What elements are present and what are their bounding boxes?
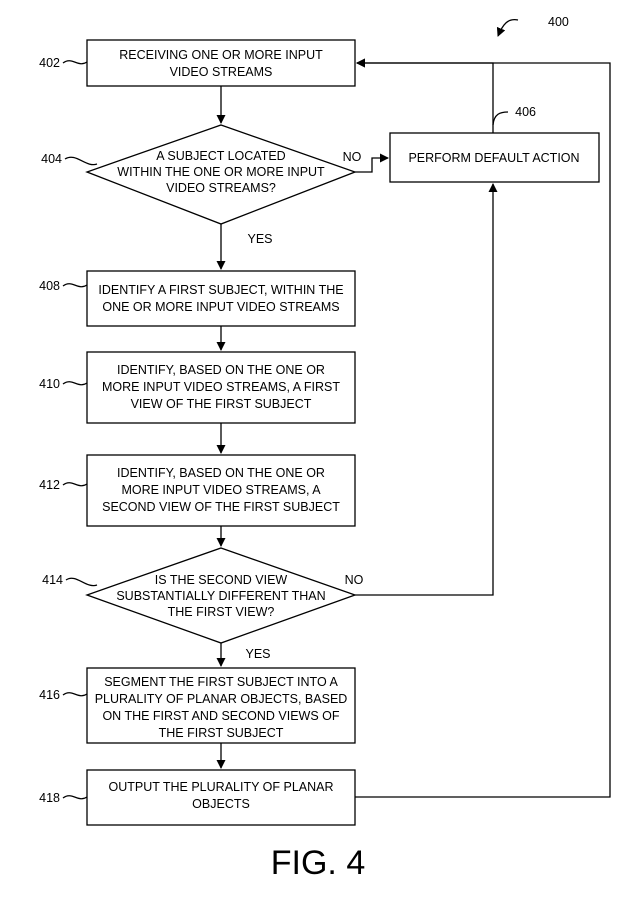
step-412-box (86, 454, 356, 527)
step-402-text: RECEIVING ONE OR MORE INPUT VIDEO STREAM… (119, 48, 323, 79)
step-402-line: RECEIVING ONE OR MORE INPUT (119, 48, 323, 62)
decision-414-line: IS THE SECOND VIEW (155, 573, 288, 587)
step-412-text: IDENTIFY, BASED ON THE ONE OR MORE INPUT… (102, 466, 340, 514)
edge-418-402-loop (355, 58, 611, 798)
step-416-text: SEGMENT THE FIRST SUBJECT INTO A PLURALI… (95, 675, 348, 740)
edge-label-no-414: NO (345, 573, 364, 587)
decision-414-line: THE FIRST VIEW? (168, 605, 275, 619)
step-418-line: OBJECTS (192, 797, 250, 811)
edge-label-yes-414: YES (245, 647, 270, 661)
figure-number: 400 (548, 15, 569, 29)
step-410-line: IDENTIFY, BASED ON THE ONE OR (117, 363, 325, 377)
step-416-box (86, 667, 356, 744)
step-412-line: SECOND VIEW OF THE FIRST SUBJECT (102, 500, 340, 514)
edge-label-no-404: NO (343, 150, 362, 164)
decision-404-line: WITHIN THE ONE OR MORE INPUT (117, 165, 325, 179)
step-410-text: IDENTIFY, BASED ON THE ONE OR MORE INPUT… (102, 363, 340, 411)
step-402-line: VIDEO STREAMS (170, 65, 273, 79)
step-406-text: PERFORM DEFAULT ACTION (408, 151, 579, 165)
edge-404-406-no (355, 153, 389, 173)
ref-406: 406 (515, 105, 536, 119)
ref-418-leader (62, 795, 88, 800)
figure-caption: FIG. 4 (271, 844, 365, 882)
step-416-line: THE FIRST SUBJECT (159, 726, 284, 740)
ref-404: 404 (41, 152, 62, 166)
ref-412: 412 (39, 478, 60, 492)
step-418-text: OUTPUT THE PLURALITY OF PLANAR OBJECTS (108, 780, 333, 811)
ref-416: 416 (39, 688, 60, 702)
ref-402-leader (62, 60, 88, 65)
ref-414: 414 (42, 573, 63, 587)
ref-418: 418 (39, 791, 60, 805)
edge-414-406-no (355, 183, 498, 596)
edge-406-402 (356, 58, 494, 133)
decision-414-text: IS THE SECOND VIEW SUBSTANTIALLY DIFFERE… (116, 573, 325, 619)
step-416-line: SEGMENT THE FIRST SUBJECT INTO A (104, 675, 338, 689)
decision-404-line: VIDEO STREAMS? (166, 181, 276, 195)
ref-404-leader (64, 156, 98, 166)
step-410-line: VIEW OF THE FIRST SUBJECT (131, 397, 312, 411)
step-408-text: IDENTIFY A FIRST SUBJECT, WITHIN THE ONE… (98, 283, 343, 314)
step-402-box (86, 39, 356, 87)
step-416-line: PLURALITY OF PLANAR OBJECTS, BASED (95, 692, 348, 706)
step-412-line: MORE INPUT VIDEO STREAMS, A (121, 483, 321, 497)
ref-416-leader (62, 692, 88, 697)
decision-404-text: A SUBJECT LOCATED WITHIN THE ONE OR MORE… (117, 149, 325, 195)
step-416-line: ON THE FIRST AND SECOND VIEWS OF (102, 709, 339, 723)
ref-408-leader (62, 283, 88, 288)
ref-414-leader (65, 577, 98, 587)
step-408-line: ONE OR MORE INPUT VIDEO STREAMS (102, 300, 339, 314)
decision-404-line: A SUBJECT LOCATED (156, 149, 285, 163)
ref-402: 402 (39, 56, 60, 70)
ref-410-leader (62, 381, 88, 386)
step-406-box (389, 132, 600, 183)
step-410-box (86, 351, 356, 424)
step-408-box (86, 270, 356, 327)
step-412-line: IDENTIFY, BASED ON THE ONE OR (117, 466, 325, 480)
ref-412-leader (62, 482, 88, 487)
step-418-line: OUTPUT THE PLURALITY OF PLANAR (108, 780, 333, 794)
step-408-line: IDENTIFY A FIRST SUBJECT, WITHIN THE (98, 283, 343, 297)
ref-410: 410 (39, 377, 60, 391)
step-406-line: PERFORM DEFAULT ACTION (408, 151, 579, 165)
step-410-line: MORE INPUT VIDEO STREAMS, A FIRST (102, 380, 340, 394)
ref-408: 408 (39, 279, 60, 293)
ref-406-leader (492, 111, 509, 126)
figure-number-pointer (496, 18, 519, 37)
edge-label-yes-404: YES (247, 232, 272, 246)
decision-414-line: SUBSTANTIALLY DIFFERENT THAN (116, 589, 325, 603)
